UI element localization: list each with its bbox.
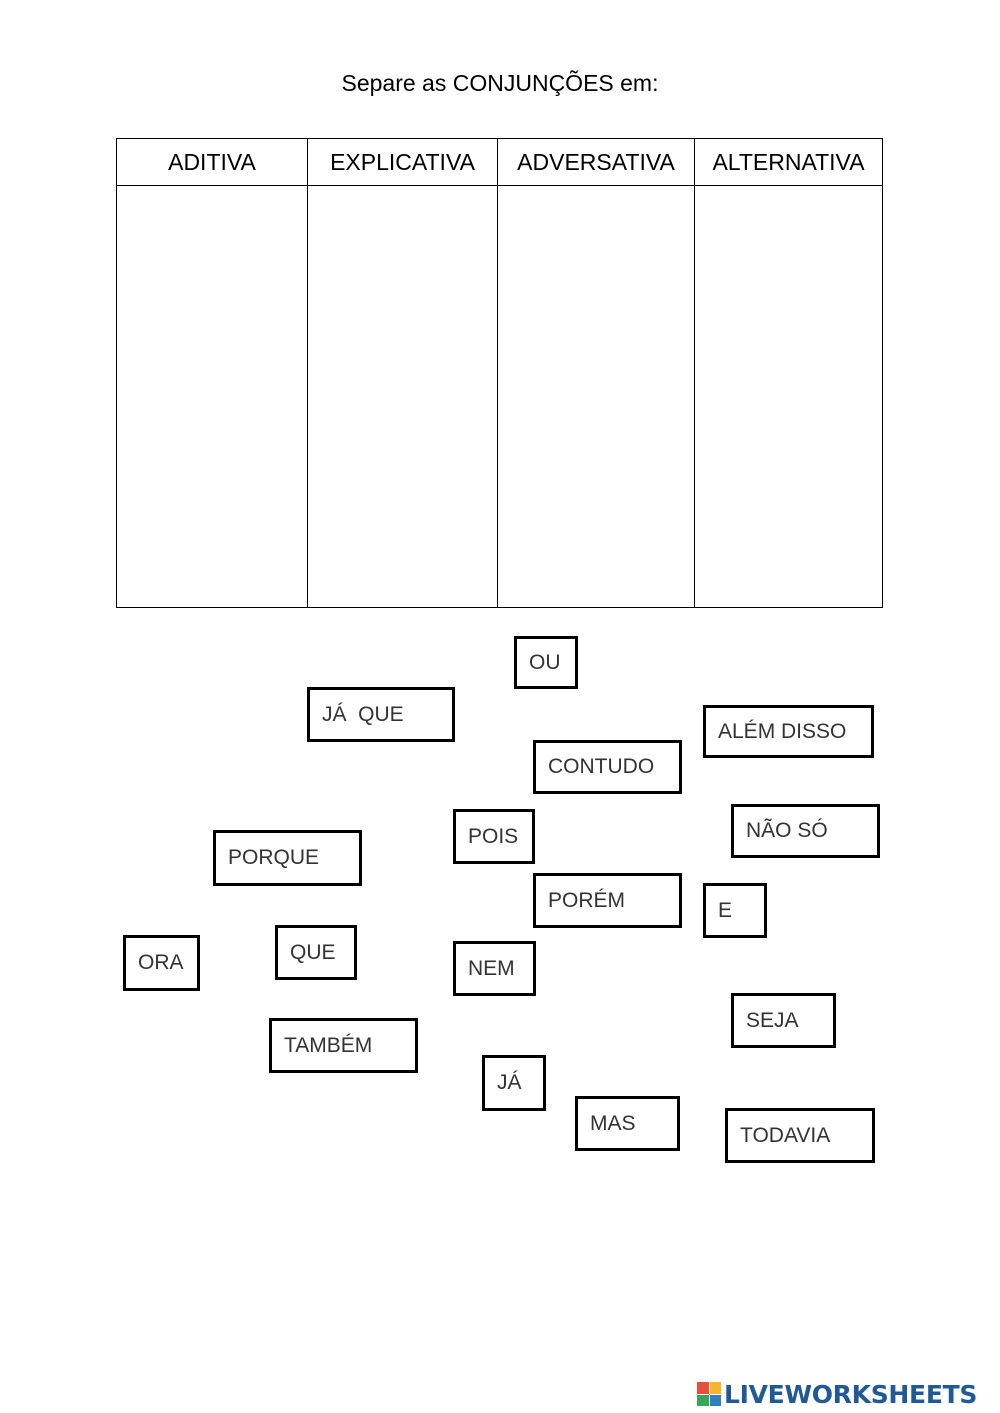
- word-card-ja[interactable]: JÁ: [482, 1055, 546, 1111]
- word-card-mas[interactable]: MAS: [575, 1096, 680, 1151]
- word-card-e[interactable]: E: [703, 883, 767, 938]
- column-header-aditiva: ADITIVA: [116, 138, 308, 186]
- word-card-seja[interactable]: SEJA: [731, 993, 836, 1048]
- word-card-ora[interactable]: ORA: [123, 935, 200, 991]
- drop-zone-aditiva[interactable]: [116, 185, 308, 608]
- word-card-ja-que[interactable]: JÁ QUE: [307, 687, 455, 742]
- word-card-todavia[interactable]: TODAVIA: [725, 1108, 875, 1163]
- word-card-ou[interactable]: OU: [514, 636, 578, 689]
- drop-zone-explicativa[interactable]: [307, 185, 498, 608]
- column-header-adversativa: ADVERSATIVA: [497, 138, 695, 186]
- brand-name: LIVEWORKSHEETS: [724, 1379, 978, 1409]
- liveworksheets-logo-icon: [697, 1382, 721, 1406]
- word-card-porque[interactable]: PORQUE: [213, 830, 362, 886]
- word-card-contudo[interactable]: CONTUDO: [533, 740, 682, 794]
- word-card-pois[interactable]: POIS: [453, 809, 535, 864]
- column-header-explicativa: EXPLICATIVA: [307, 138, 498, 186]
- classification-table: ADITIVA EXPLICATIVA ADVERSATIVA ALTERNAT…: [116, 138, 883, 608]
- instruction-title: Separe as CONJUNÇÕES em:: [341, 70, 659, 96]
- word-card-alem-disso[interactable]: ALÉM DISSO: [703, 705, 874, 758]
- word-card-porem[interactable]: PORÉM: [533, 873, 682, 928]
- word-card-que[interactable]: QUE: [275, 925, 357, 980]
- liveworksheets-brand: LIVEWORKSHEETS: [697, 1378, 977, 1410]
- word-card-tambem[interactable]: TAMBÉM: [269, 1018, 418, 1073]
- column-header-alternativa: ALTERNATIVA: [694, 138, 883, 186]
- drop-zone-adversativa[interactable]: [497, 185, 695, 608]
- word-card-nem[interactable]: NEM: [453, 941, 536, 996]
- word-card-nao-so[interactable]: NÃO SÓ: [731, 804, 880, 858]
- drop-zone-alternativa[interactable]: [694, 185, 883, 608]
